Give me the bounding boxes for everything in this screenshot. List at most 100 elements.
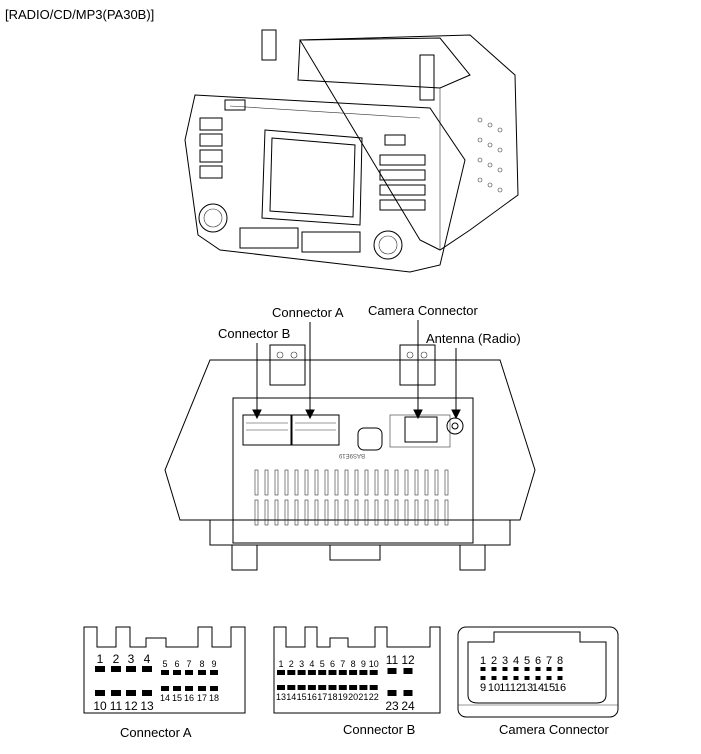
pin-number: 11 — [386, 653, 399, 667]
pin-number: 4 — [144, 652, 151, 666]
pin-terminal — [161, 686, 169, 691]
pin-number: 9 — [361, 659, 366, 669]
pin-terminal — [198, 686, 206, 691]
pin-terminal — [297, 670, 306, 675]
connector-b-label: Connector B — [343, 722, 416, 737]
pin-number: 22 — [369, 692, 379, 702]
pin-number: 12 — [401, 653, 415, 667]
vent-slot — [374, 469, 379, 496]
callout-connector-b: Connector B — [218, 326, 291, 341]
pin-number: 4 — [309, 659, 314, 669]
pin-number: 3 — [299, 659, 304, 669]
pin-terminal — [210, 686, 218, 691]
pin-terminal — [173, 670, 181, 675]
vent-slot — [284, 469, 289, 496]
vent-slot — [364, 499, 369, 526]
pin-terminal — [387, 668, 397, 674]
mounting-bracket-left — [261, 29, 277, 61]
vent-slot — [394, 499, 399, 526]
vent-slot — [434, 469, 439, 496]
pin-terminal — [198, 670, 206, 675]
pin-number: 20 — [348, 692, 358, 702]
bottom-button-right — [301, 231, 361, 253]
vent-slot — [334, 499, 339, 526]
pin-terminal — [95, 690, 105, 696]
pin-terminal — [307, 670, 316, 675]
pin-terminal — [277, 670, 285, 675]
pin-terminal — [369, 670, 378, 675]
vent-slot — [374, 499, 379, 526]
pin-terminal — [369, 685, 378, 690]
pin-terminal — [185, 686, 193, 691]
pin-number: 14 — [532, 682, 544, 694]
pin-terminal — [318, 670, 327, 675]
pin-number: 2 — [491, 655, 497, 667]
pin-number: 13 — [521, 682, 533, 694]
pin-number: 4 — [513, 655, 519, 667]
vent-slot — [304, 499, 309, 526]
pin-number: 1 — [278, 659, 283, 669]
pin-terminal — [403, 690, 413, 696]
pin-number: 6 — [535, 655, 541, 667]
chassis-vent-holes — [477, 117, 503, 193]
display-screen — [261, 129, 363, 226]
pin-number: 6 — [174, 659, 179, 669]
pin-terminal — [491, 667, 497, 671]
vent-slot — [344, 469, 349, 496]
pin-number: 3 — [502, 655, 508, 667]
vent-slot — [344, 499, 349, 526]
pin-terminal — [491, 676, 497, 680]
vent-slot — [254, 469, 259, 496]
pin-terminal — [173, 686, 181, 691]
pin-terminal — [161, 670, 169, 675]
vent-slot — [324, 469, 329, 496]
pin-terminal — [185, 670, 193, 675]
connector-a-outline — [83, 626, 246, 714]
vent-slot — [264, 499, 269, 526]
pin-number: 9 — [211, 659, 216, 669]
mounting-bracket-right — [419, 54, 435, 101]
rear-vent-slots — [254, 469, 449, 526]
pin-terminal — [328, 670, 337, 675]
vent-slot — [354, 499, 359, 526]
vent-slot — [294, 499, 299, 526]
rear-bracket-left — [269, 344, 306, 386]
pin-number: 13 — [140, 699, 154, 713]
pin-number: 18 — [209, 693, 219, 703]
vent-slot — [414, 469, 419, 496]
antenna-socket — [446, 417, 464, 435]
pin-number: 14 — [160, 693, 170, 703]
pin-number: 8 — [199, 659, 204, 669]
pin-number: 10 — [369, 659, 379, 669]
pin-number: 16 — [184, 693, 194, 703]
pin-terminal — [502, 676, 508, 680]
pin-number: 14 — [286, 692, 296, 702]
vent-slot — [274, 499, 279, 526]
connector-a-label: Connector A — [120, 725, 192, 740]
pin-number: 10 — [93, 699, 107, 713]
vent-slot — [324, 499, 329, 526]
rear-housing: BAS9E19 — [164, 344, 536, 571]
pin-number: 13 — [276, 692, 286, 702]
vent-slot — [364, 469, 369, 496]
pin-terminal — [359, 685, 368, 690]
pin-terminal — [403, 668, 413, 674]
pin-number: 7 — [186, 659, 191, 669]
pin-terminal — [210, 670, 218, 675]
callout-camera-connector: Camera Connector — [368, 303, 478, 318]
pin-number: 5 — [524, 655, 530, 667]
pin-terminal — [546, 667, 552, 671]
pin-terminal — [535, 676, 541, 680]
volume-knob — [198, 203, 228, 233]
pin-number: 11 — [110, 699, 123, 713]
page-title: [RADIO/CD/MP3(PA30B)] — [5, 7, 155, 22]
pin-number: 21 — [358, 692, 368, 702]
pin-terminal — [328, 685, 337, 690]
vent-slot — [284, 499, 289, 526]
vent-slot — [444, 499, 449, 526]
vent-slot — [444, 469, 449, 496]
callout-antenna: Antenna (Radio) — [426, 331, 521, 346]
